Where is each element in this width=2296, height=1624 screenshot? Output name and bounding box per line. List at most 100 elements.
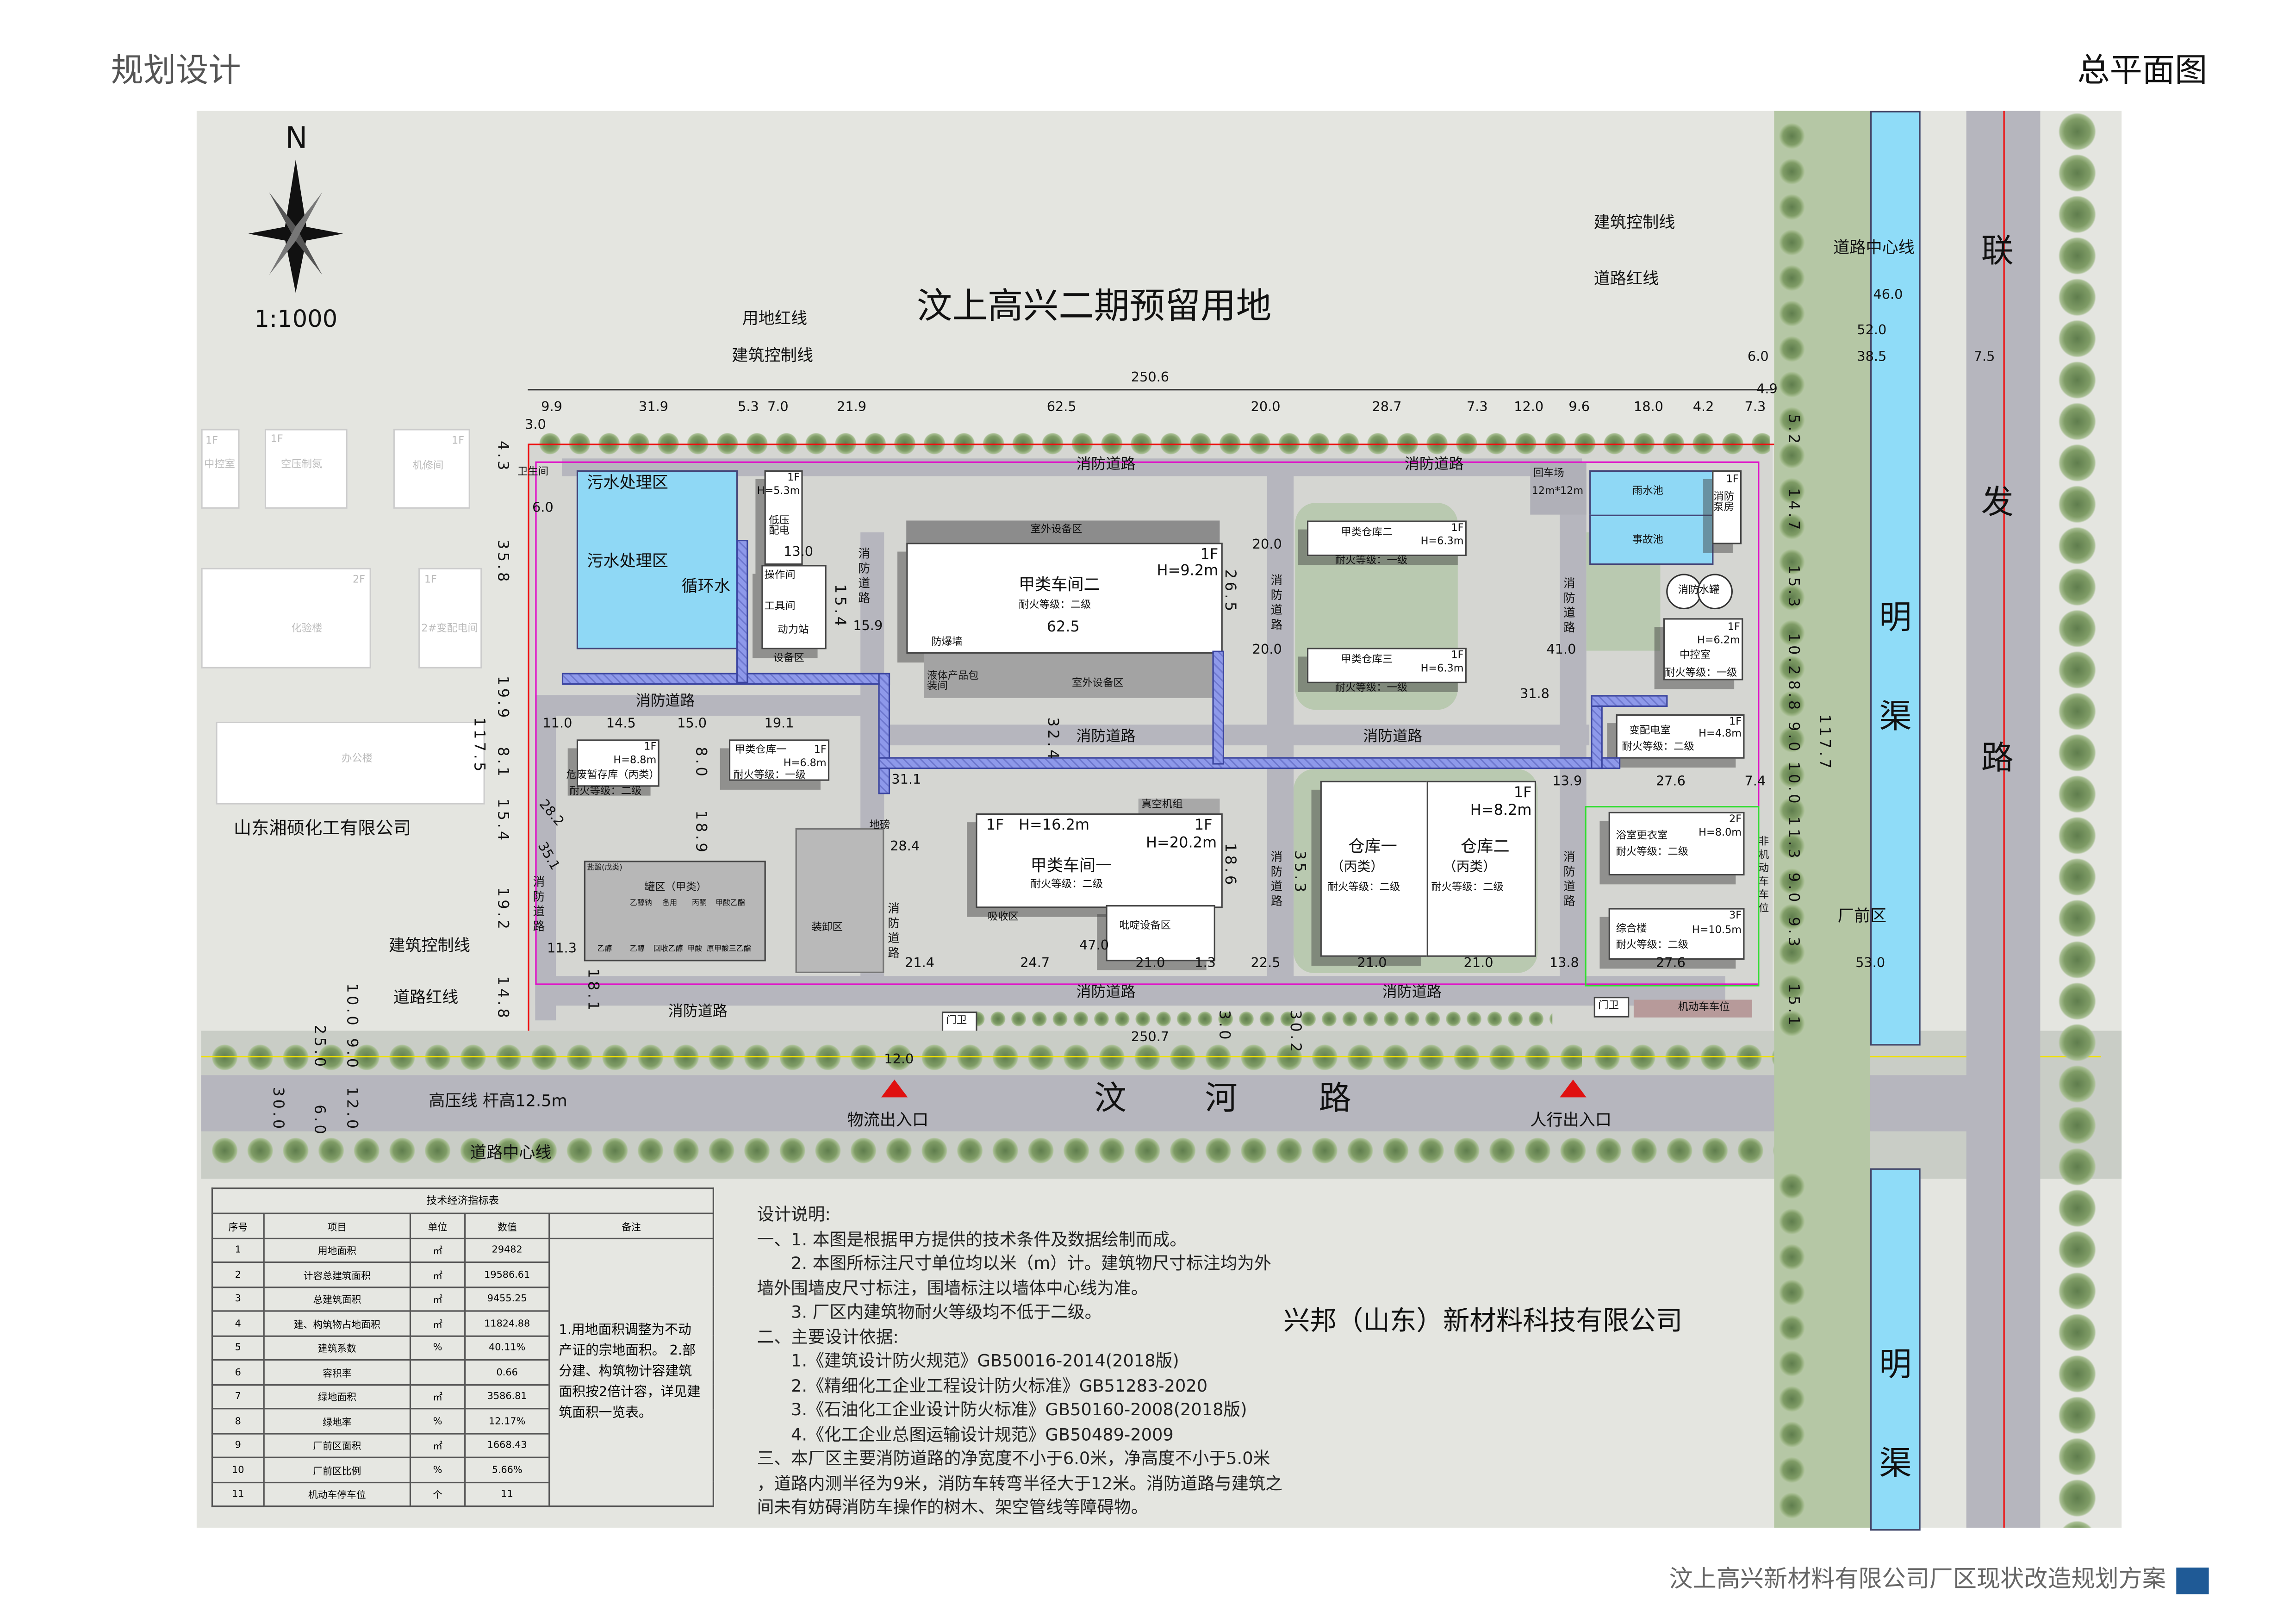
fire-road-west (535, 695, 890, 716)
table-cell: ㎡ (409, 1261, 466, 1287)
dim: 5.3 (738, 400, 759, 416)
north-arrow-icon (248, 160, 343, 293)
gate-house-east: 门卫 (1593, 997, 1630, 1018)
table-cell: 3 (211, 1286, 265, 1312)
equipment-area-label: 设备区 (773, 652, 804, 664)
road-center-line (201, 1056, 2101, 1058)
dim: 11.3 (547, 942, 577, 957)
class-a-workshop-2: 甲类车间二 耐火等级：二级 62.5 1F H=9.2m 防爆墙 (906, 543, 1223, 654)
dim: 5.2 (1784, 414, 1801, 447)
dim: 38.5 (1857, 350, 1887, 366)
table-cell: % (409, 1335, 466, 1361)
north-letter: N (285, 119, 308, 156)
dim: 27.6 (1655, 775, 1686, 790)
table-cell: 11 (464, 1481, 550, 1507)
table-cell: 9 (211, 1432, 265, 1458)
dim: 11.0 (542, 717, 572, 732)
dim: 15.9 (853, 619, 883, 635)
pedestrian-entrance-label: 人行出入口 (1530, 1111, 1612, 1130)
dim: 8.8 (1784, 680, 1801, 713)
dim: 12.0 (1514, 400, 1544, 416)
dim: 1.3 (1195, 956, 1216, 972)
note-line: 4.《化工企业总图运输设计规范》GB50489-2009 (757, 1423, 1174, 1444)
dim: 31.8 (1519, 687, 1549, 703)
table-cell: ㎡ (409, 1237, 466, 1263)
building-control-line (535, 461, 1760, 985)
logistics-entrance-arrow-icon (881, 1079, 908, 1098)
land-red-line-label: 用地红线 (742, 309, 808, 329)
dim: 10.0 (1784, 762, 1801, 806)
header-left-title: 规划设计 (111, 53, 241, 90)
table-cell: 11824.88 (464, 1310, 550, 1337)
dim: 15.1 (1784, 983, 1801, 1029)
dim: 14.5 (606, 717, 636, 732)
dim: 53.0 (1855, 956, 1885, 972)
note-line: 设计说明: (757, 1204, 831, 1225)
fire-road-label: 消防道路 (1404, 457, 1464, 474)
table-cell: 5 (211, 1335, 265, 1361)
table-remark: 1.用地面积调整为不动产证的宗地面积。 2.部分建、构筑物计容建筑面积按2倍计容… (548, 1237, 714, 1507)
dim: 46.0 (1873, 288, 1903, 303)
table-cell (409, 1359, 466, 1385)
dim-overall-top: 250.6 (1131, 371, 1170, 386)
dim: 3.0 (1215, 1010, 1232, 1043)
scale-label: 1:1000 (254, 305, 338, 333)
dim: 6.0 (1747, 350, 1769, 366)
fire-tank-label: 消防水罐 (1678, 584, 1720, 596)
canal (1870, 111, 1921, 1046)
dim: 21.4 (905, 956, 935, 972)
footer-project-title: 汶上高兴新材料有限公司厂区现状改造规划方案 (1669, 1564, 2166, 1593)
dim: 28.4 (890, 840, 920, 855)
note-line: 2.《精细化工企业工程设计防火标准》GB51283-2020 (757, 1374, 1208, 1396)
pipe-rack (1212, 650, 1225, 765)
canal (1870, 1168, 1921, 1531)
table-cell: 6 (211, 1359, 265, 1385)
dim: 18.6 (1221, 843, 1238, 888)
table-cell: ㎡ (409, 1432, 466, 1458)
road-name-char: 汶 (1094, 1081, 1127, 1118)
fire-road-label: 消防道路 (1562, 576, 1576, 636)
design-notes: 设计说明: 一、1. 本图是根据甲方提供的技术条件及数据绘制而成。 2. 本图所… (757, 1202, 1282, 1519)
dim: 28.7 (1372, 400, 1402, 416)
fire-road-v2 (1267, 473, 1294, 976)
table-header-row: 序号 项目 单位 数值 备注 (211, 1212, 714, 1239)
note-line: 一、1. 本图是根据甲方提供的技术条件及数据绘制而成。 (757, 1228, 1187, 1249)
road-tree-row (207, 1132, 1774, 1168)
table-cell: 29482 (464, 1237, 550, 1263)
dim: 21.9 (837, 400, 867, 416)
table-cell: ㎡ (409, 1286, 466, 1312)
dim: 7.3 (1744, 400, 1766, 416)
dim: 12.0 (884, 1053, 914, 1068)
class-a-workshop-1: 1F H=16.2m 1F H=20.2m 甲类车间一 耐火等级：二级 (976, 813, 1223, 908)
loading-area: 装卸区 (795, 828, 884, 973)
fire-road-label: 消防道路 (1076, 457, 1136, 474)
dim: 10.2 (1784, 633, 1801, 678)
dim: 30.0 (269, 1087, 286, 1132)
road-centerline-label: 道路中心线 (470, 1143, 552, 1162)
dim: 9.9 (541, 400, 562, 416)
dim: 7.3 (1466, 400, 1488, 416)
accident-pool: 事故池 (1589, 514, 1714, 565)
table-cell: 个 (409, 1481, 466, 1507)
neighbor-company-label: 山东湘硕化工有限公司 (233, 818, 411, 839)
dim: 15.3 (1784, 565, 1801, 610)
front-area-boundary (1585, 806, 1760, 987)
table-cell: % (409, 1456, 466, 1483)
fire-road-label: 消防道路 (857, 547, 871, 606)
dim: 62.5 (1046, 400, 1076, 416)
table-cell: 8 (211, 1408, 265, 1434)
front-area-label: 厂前区 (1837, 906, 1887, 926)
dim: 20.0 (1251, 400, 1281, 416)
dim: 13.9 (1552, 775, 1582, 790)
fire-road-label: 消防道路 (1076, 985, 1136, 1001)
fire-road-west-v (535, 695, 556, 1021)
